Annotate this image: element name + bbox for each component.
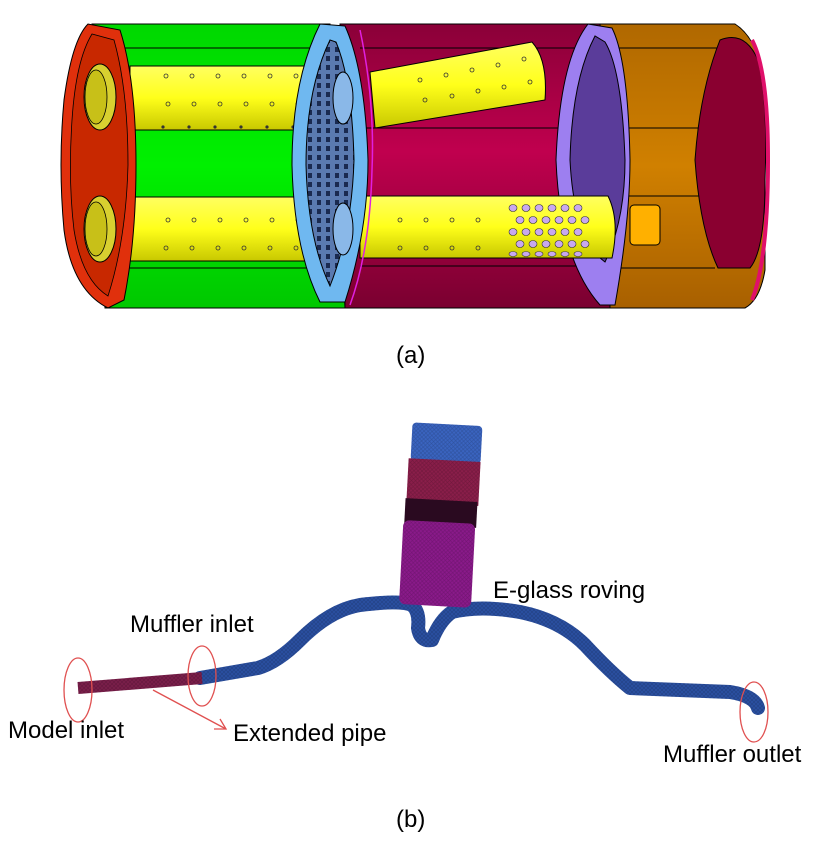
label-e-glass-roving: E-glass roving (493, 577, 646, 604)
baffle-1 (291, 23, 374, 306)
label-muffler-outlet: Muffler outlet (663, 741, 802, 768)
inlet-end-plate (60, 23, 137, 309)
outlet-pipe-stub (629, 204, 661, 246)
model-inlet-marker (63, 657, 93, 723)
fe-mesh-model (63, 422, 769, 743)
annotation-markers (63, 645, 769, 743)
muffler-mesh (399, 422, 483, 608)
label-model-inlet: Model inlet (8, 717, 125, 744)
label-muffler-inlet: Muffler inlet (130, 611, 254, 638)
e-glass-roving-dark-band (404, 498, 478, 528)
muffler-cad-model (60, 23, 771, 309)
label-extended-pipe: Extended pipe (233, 720, 387, 747)
figure-a-caption: (a) (396, 342, 426, 369)
lower-perforated-pipe-chamber-2 (359, 195, 616, 259)
angled-perforated-pipe (369, 41, 546, 129)
extended-pipe-arrow (152, 689, 228, 730)
large-perforations (508, 204, 590, 257)
figure-b-caption: (b) (396, 806, 426, 833)
muffler-outlet-marker (739, 681, 769, 743)
muffler-inlet-marker (187, 645, 217, 707)
